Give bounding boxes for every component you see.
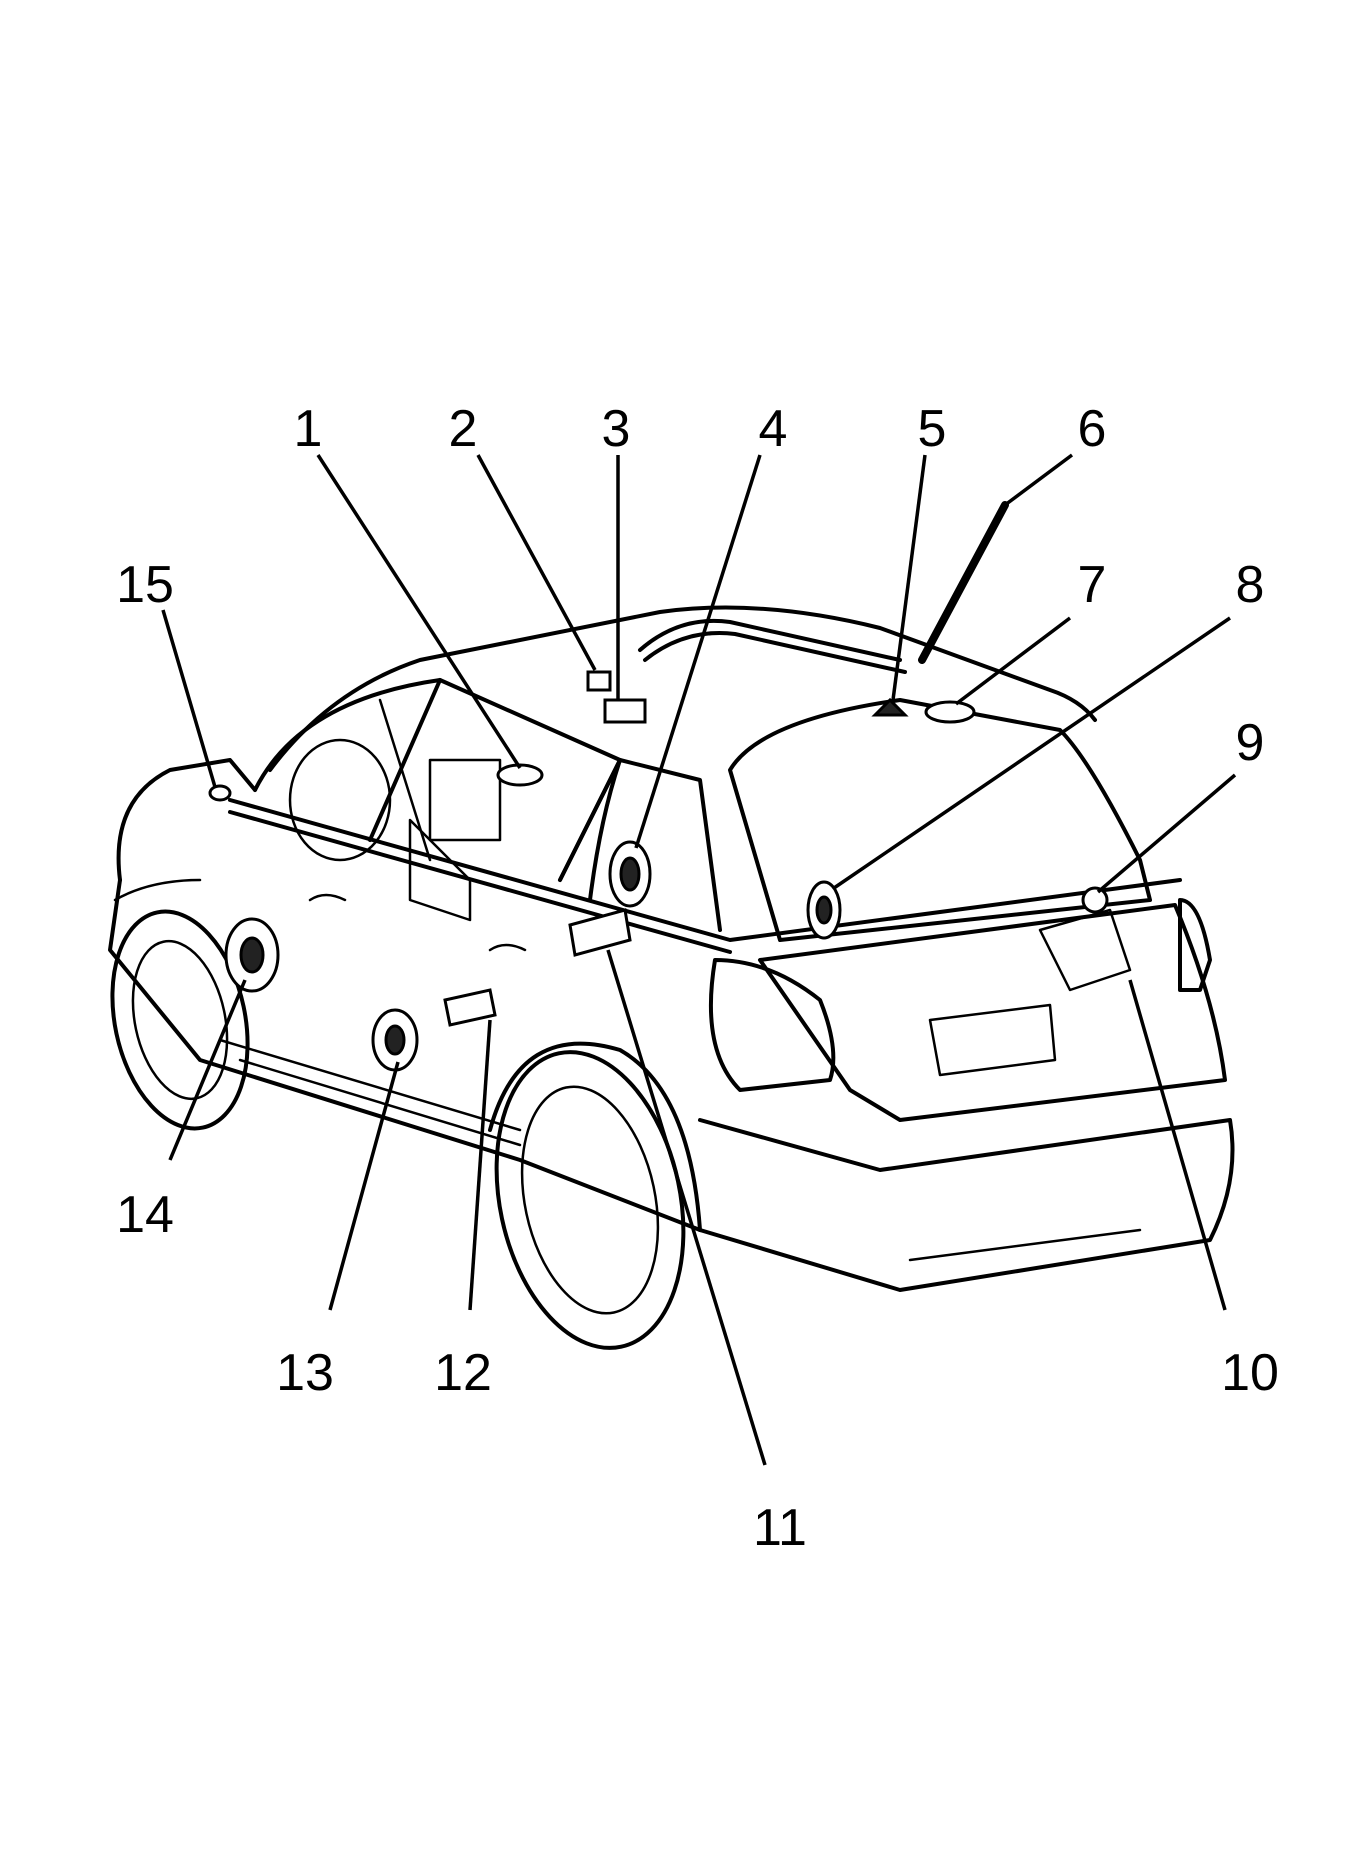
leader-line-5	[891, 454, 927, 701]
component-7-icon	[924, 700, 976, 724]
callout-11: 11	[753, 1499, 807, 1557]
component-15-icon	[208, 784, 232, 802]
leader-line-11	[606, 949, 767, 1466]
callout-6: 6	[1078, 400, 1107, 458]
leader-line-7	[954, 616, 1072, 706]
component-5-icon	[871, 697, 909, 717]
component-11-module-icon	[568, 908, 632, 957]
leader-line-15	[161, 609, 217, 788]
callout-2: 2	[449, 400, 478, 458]
callout-10: 10	[1221, 1344, 1279, 1402]
leader-line-8	[833, 616, 1231, 890]
leader-line-10	[1128, 979, 1227, 1311]
leader-line-2	[476, 454, 597, 671]
component-9-icon	[1081, 886, 1109, 914]
callout-4: 4	[759, 400, 788, 458]
leader-line-14	[168, 979, 247, 1161]
leader-line-6	[1003, 453, 1074, 507]
callout-14: 14	[116, 1186, 174, 1244]
leader-lines	[161, 454, 1237, 1466]
leader-line-13	[328, 1061, 400, 1311]
callout-15: 15	[116, 556, 174, 614]
leader-line-12	[468, 1019, 492, 1311]
leader-line-9	[1096, 773, 1237, 894]
callout-13: 13	[276, 1344, 334, 1402]
components	[208, 501, 1132, 1072]
callout-9: 9	[1236, 714, 1265, 772]
callout-5: 5	[918, 400, 947, 458]
callout-numbers: 1 2 3 4 5 6 7 8 9 10 11 12 13 14 15	[116, 400, 1279, 1557]
component-3-icon	[603, 698, 647, 724]
callout-3: 3	[602, 400, 631, 458]
leader-line-4	[634, 454, 762, 849]
callout-12: 12	[434, 1344, 492, 1402]
callout-8: 8	[1236, 556, 1265, 614]
component-10-harness-icon	[1038, 908, 1132, 992]
callout-1: 1	[294, 400, 323, 458]
component-6-antenna-icon	[918, 501, 1009, 664]
leader-line-1	[316, 454, 522, 769]
callout-7: 7	[1078, 556, 1107, 614]
component-12-icon	[443, 988, 497, 1027]
component-2-icon	[586, 670, 612, 692]
